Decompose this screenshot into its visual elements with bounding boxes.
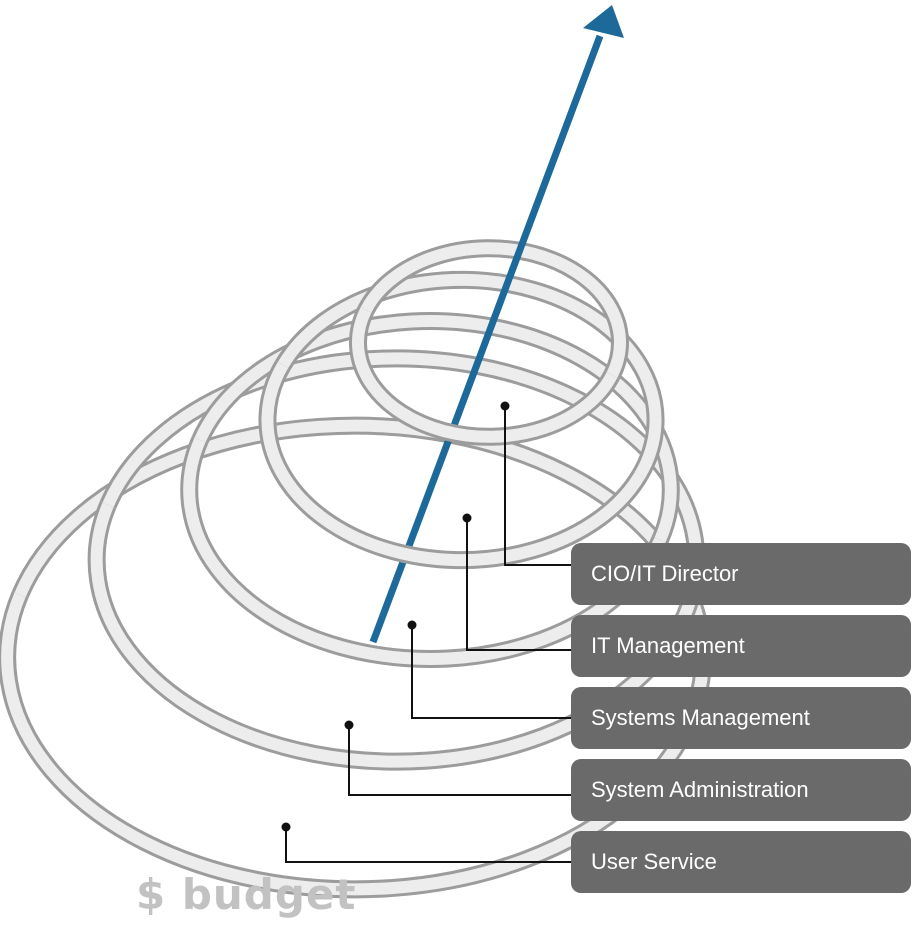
label-box-systems-management: Systems Management [571,687,911,749]
label-system-administration: System Administration [591,777,809,802]
connector-system-administration [348,725,572,796]
connector-systems-management [411,625,572,719]
ring-1-front [348,305,621,446]
connector-user-service [285,827,572,863]
ring-3-front [180,436,669,668]
ring-2-back [275,270,665,480]
connector-dots [281,401,510,832]
label-box-it-management: IT Management [571,615,911,677]
dot-it-management [462,513,472,523]
arrowhead-icon [583,5,624,38]
ring-1-back [357,239,630,380]
label-cio: CIO/IT Director [591,561,739,586]
dot-system-administration [344,720,354,730]
dot-cio [500,401,510,411]
ring-2-front [258,360,648,570]
budget-label: $ budget [136,870,357,919]
label-systems-management: Systems Management [591,705,810,730]
dot-systems-management [407,620,417,630]
label-it-management: IT Management [591,633,745,658]
dot-user-service [281,822,291,832]
connector-it-management [466,518,572,651]
label-box-cio: CIO/IT Director [571,543,911,605]
connectors [285,406,572,863]
label-box-user-service: User Service [571,831,911,893]
growth-arrow [369,5,624,644]
ring-3-back [191,312,680,544]
label-box-system-administration: System Administration [571,759,911,821]
label-user-service: User Service [591,849,717,874]
connector-cio [504,406,572,566]
